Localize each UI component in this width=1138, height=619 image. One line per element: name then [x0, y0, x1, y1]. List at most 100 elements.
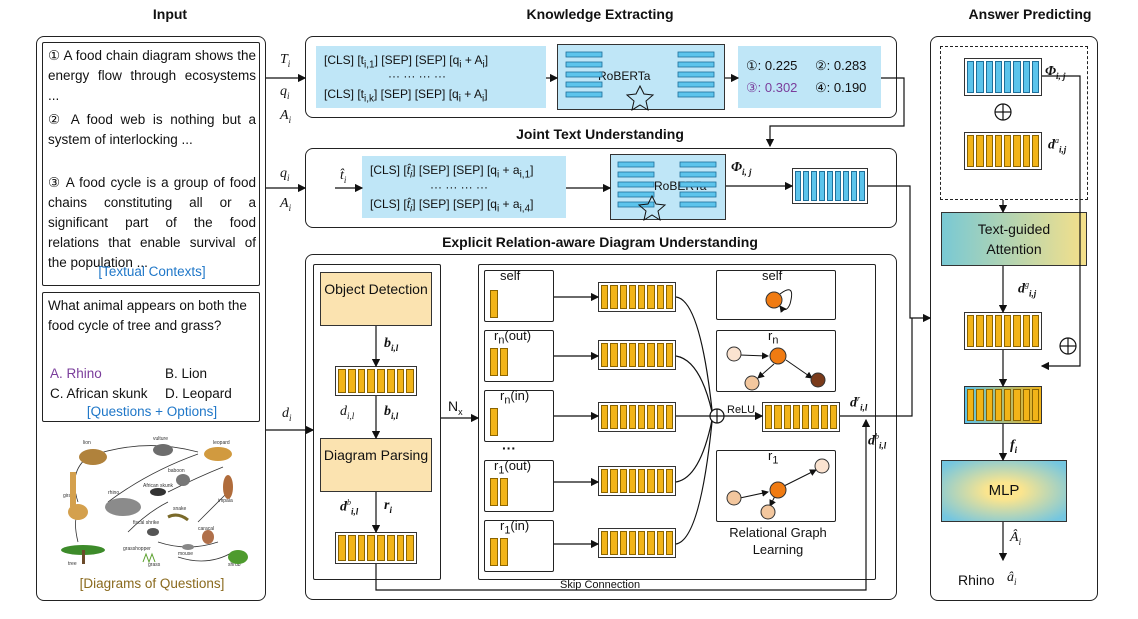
rel-dots: ··· [502, 440, 516, 456]
knowledge-title: Knowledge Extracting [526, 6, 674, 22]
joint-row-4: [CLS] [t̂i] [SEP] [SEP] [qi + ai,4] [370, 197, 534, 215]
graph-r1-label: r1 [768, 448, 779, 467]
questions-box [42, 292, 260, 422]
knowledge-input-rows [316, 46, 546, 108]
svg-text:grass: grass [148, 562, 161, 568]
rel-r1-in-bar-2 [500, 538, 508, 566]
option-a: A. Rhino [50, 366, 102, 381]
label-b-1: bi,l [384, 336, 399, 353]
option-c: C. African skunk [50, 386, 148, 401]
rel-out-feature-4 [598, 466, 676, 496]
label-Ai-2: Ai [280, 196, 292, 213]
label-dr: dri,l [850, 394, 868, 413]
answer-dg-label: dgi,j [1018, 280, 1037, 299]
svg-text:African skunk: African skunk [143, 483, 174, 489]
graph-self-label: self [762, 268, 783, 283]
label-t-hat: t̂i [340, 168, 347, 185]
rel-self-label: self [500, 268, 521, 283]
label-Ai-1: Ai [280, 108, 292, 125]
attention-box [941, 212, 1087, 266]
contexts-box [42, 42, 260, 286]
attention-label: Text-guided Attention [977, 221, 1051, 257]
detection-feature [335, 366, 417, 396]
answer-result-var: âi [1007, 570, 1017, 587]
label-d-il: di,l [340, 404, 355, 421]
question-text: What animal appears on both the food cyc… [48, 298, 247, 333]
knowledge-row-k: [CLS] [ti,k] [SEP] [SEP] [qi + Ai] [324, 87, 488, 105]
answer-ahat-label: Âi [1010, 530, 1022, 547]
relu-label: ReLU [727, 404, 756, 416]
mlp-box [941, 460, 1067, 522]
svg-text:caracal: caracal [198, 526, 214, 532]
context-2: ② A food web is nothing but a system of … [48, 112, 256, 147]
rel-out-feature-3 [598, 402, 676, 432]
label-b-2: bi,l [384, 404, 399, 421]
answer-f-label: fi [1010, 438, 1018, 455]
svg-text:tree: tree [68, 561, 77, 567]
label-db-2: dbi,l [868, 432, 887, 451]
rel-out-feature-1 [598, 282, 676, 312]
svg-text:rhino: rhino [108, 490, 119, 496]
svg-text:mouse: mouse [178, 551, 193, 557]
rel-rn-in-label: rn(in) [500, 388, 530, 407]
questions-tag: [Questions + Options] [86, 404, 218, 419]
joint-row-dots: ··· ··· ··· ··· [430, 180, 488, 194]
joint-output-feature [792, 168, 868, 204]
knowledge-roberta-label: RoBERTa [598, 69, 651, 83]
knowledge-scores [738, 46, 881, 108]
label-qi-2: qi [280, 166, 290, 183]
answer-phi-feature [964, 58, 1042, 96]
rgl-label: Relational Graph Learning [729, 525, 827, 557]
knowledge-row-dots: ··· ··· ··· ··· [388, 69, 446, 83]
rel-rn-out-bar-1 [490, 348, 498, 376]
explicit-title: Explicit Relation-aware Diagram Understa… [442, 234, 758, 250]
answer-da-feature [964, 132, 1042, 170]
rel-r1-out-bar-1 [490, 478, 498, 506]
svg-text:Skip Connection: Skip Connection [560, 579, 640, 591]
label-Ti: Ti [280, 52, 291, 69]
joint-row-1: [CLS] [t̂i] [SEP] [SEP] [qi + ai,1] [370, 163, 534, 181]
svg-text:lion: lion [83, 440, 91, 446]
rel-r1-in-label: r1(in) [500, 518, 530, 537]
input-title: Input [152, 6, 188, 22]
mlp-label: MLP [988, 482, 1020, 499]
svg-text:leopard: leopard [213, 440, 230, 446]
joint-phi-label: Φi, j [731, 160, 752, 177]
svg-text:fiscal shrike: fiscal shrike [133, 520, 159, 526]
option-d: D. Leopard [165, 386, 232, 401]
answer-da-label: dai,j [1048, 136, 1067, 155]
svg-text:grasshopper: grasshopper [123, 546, 151, 552]
joint-input-rows [362, 156, 566, 218]
label-nx: Nx [448, 398, 463, 417]
context-1: ① A food chain diagram shows the energy … [48, 48, 256, 103]
answer-fused-feature [964, 386, 1042, 424]
contexts-tag: [Textual Contexts] [98, 264, 206, 279]
diagram-tag: [Diagrams of Questions] [79, 576, 225, 591]
graph-rn-label: rn [768, 328, 779, 347]
score-2: ②: 0.283 [815, 58, 867, 73]
score-1: ①: 0.225 [746, 58, 798, 73]
rel-rn-out-label: rn(out) [494, 328, 532, 347]
joint-title: Joint Text Understanding [516, 126, 684, 142]
aggregated-feature [762, 402, 840, 432]
svg-text:baboon: baboon [168, 468, 185, 474]
svg-text:impala: impala [218, 498, 233, 504]
answer-title: Answer Predicting [968, 6, 1092, 22]
label-db: dbi,l [340, 498, 359, 517]
knowledge-row-1: [CLS] [ti,1] [SEP] [SEP] [qi + Ai] [324, 53, 489, 71]
svg-text:shrub: shrub [228, 562, 241, 568]
rel-rn-out-bar-2 [500, 348, 508, 376]
label-qi-1: qi [280, 84, 290, 101]
score-3: ③: 0.302 [746, 80, 798, 95]
rel-r1-in-bar-1 [490, 538, 498, 566]
label-di: di [282, 406, 292, 423]
score-4: ④: 0.190 [815, 80, 867, 95]
option-b: B. Lion [165, 366, 208, 381]
rel-out-feature-2 [598, 340, 676, 370]
context-3: ③ A food cycle is a group of food chains… [48, 175, 256, 270]
rel-rn-in-bar [490, 408, 498, 436]
rel-r1-out-bar-2 [500, 478, 508, 506]
parsing-feature [335, 532, 417, 564]
